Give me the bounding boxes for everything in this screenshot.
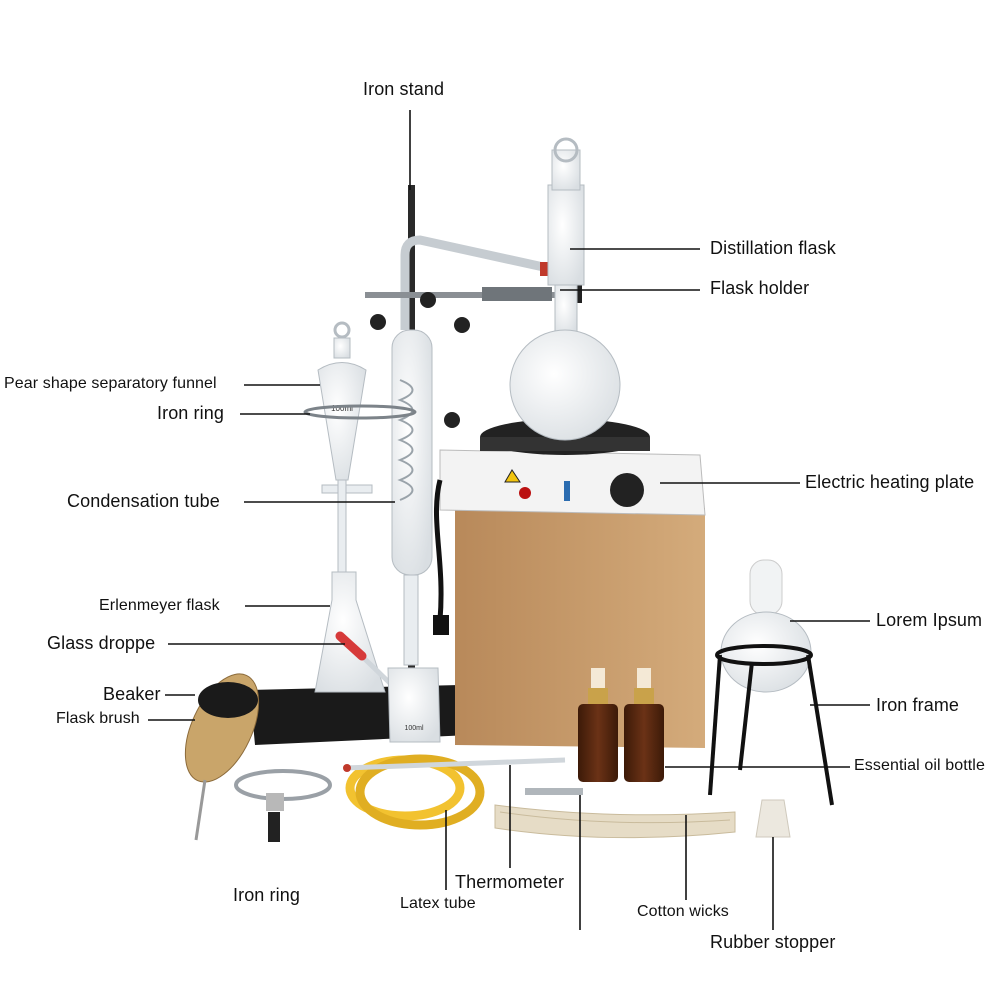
label-flask-holder: Flask holder [710, 278, 810, 298]
separatory-funnel: 100ml [303, 321, 417, 576]
glass-dropper [335, 631, 397, 690]
beaker-volume-text: 100ml [404, 725, 424, 732]
beaker-glass: 100ml [387, 667, 441, 743]
label-lorem-ipsum: Lorem Ipsum [876, 610, 983, 630]
label-iron-ring-bottom: Iron ring [233, 885, 300, 905]
latex-tube-coil [345, 754, 485, 830]
alcohol-lamp [720, 559, 812, 693]
label-pear-funnel: Pear shape separatory funnel [4, 375, 217, 392]
label-erlenmeyer: Erlenmeyer flask [99, 597, 220, 614]
label-glass-dropper: Glass droppe [47, 633, 156, 653]
label-iron-frame: Iron frame [876, 695, 960, 715]
condensation-tube-glass [391, 329, 433, 666]
funnel-volume-text: 100ml [331, 404, 353, 413]
distillation-flask-glass [509, 137, 621, 441]
label-distillation-flask: Distillation flask [710, 238, 836, 258]
label-iron-stand: Iron stand [363, 79, 445, 99]
label-essential-oil: Essential oil bottle [854, 757, 985, 774]
rubber-stopper-item [755, 799, 791, 838]
label-iron-ring-top: Iron ring [157, 403, 224, 423]
label-beaker: Beaker [103, 684, 161, 704]
erlenmeyer-flask-glass [314, 571, 386, 693]
label-thermometer: Thermometer [455, 872, 565, 892]
thermometer-item [343, 757, 566, 772]
label-rubber-stopper: Rubber stopper [710, 932, 836, 952]
power-cord [433, 479, 449, 635]
label-condensation-tube: Condensation tube [67, 491, 220, 511]
label-electric-plate: Electric heating plate [805, 472, 975, 492]
essential-oil-bottles [578, 668, 664, 782]
still-head [400, 235, 554, 330]
label-flask-brush: Flask brush [56, 710, 140, 727]
label-cotton-wicks: Cotton wicks [637, 903, 729, 920]
leader-lines [148, 110, 870, 930]
electric-heating-plate [439, 419, 706, 516]
iron-frame-stand [708, 644, 834, 806]
label-latex-tube: Latex tube [400, 895, 476, 912]
tube-clip [525, 788, 583, 795]
flask-brush [184, 673, 260, 841]
iron-ring-item [234, 769, 332, 842]
cotton-wicks-bundle [494, 804, 736, 839]
